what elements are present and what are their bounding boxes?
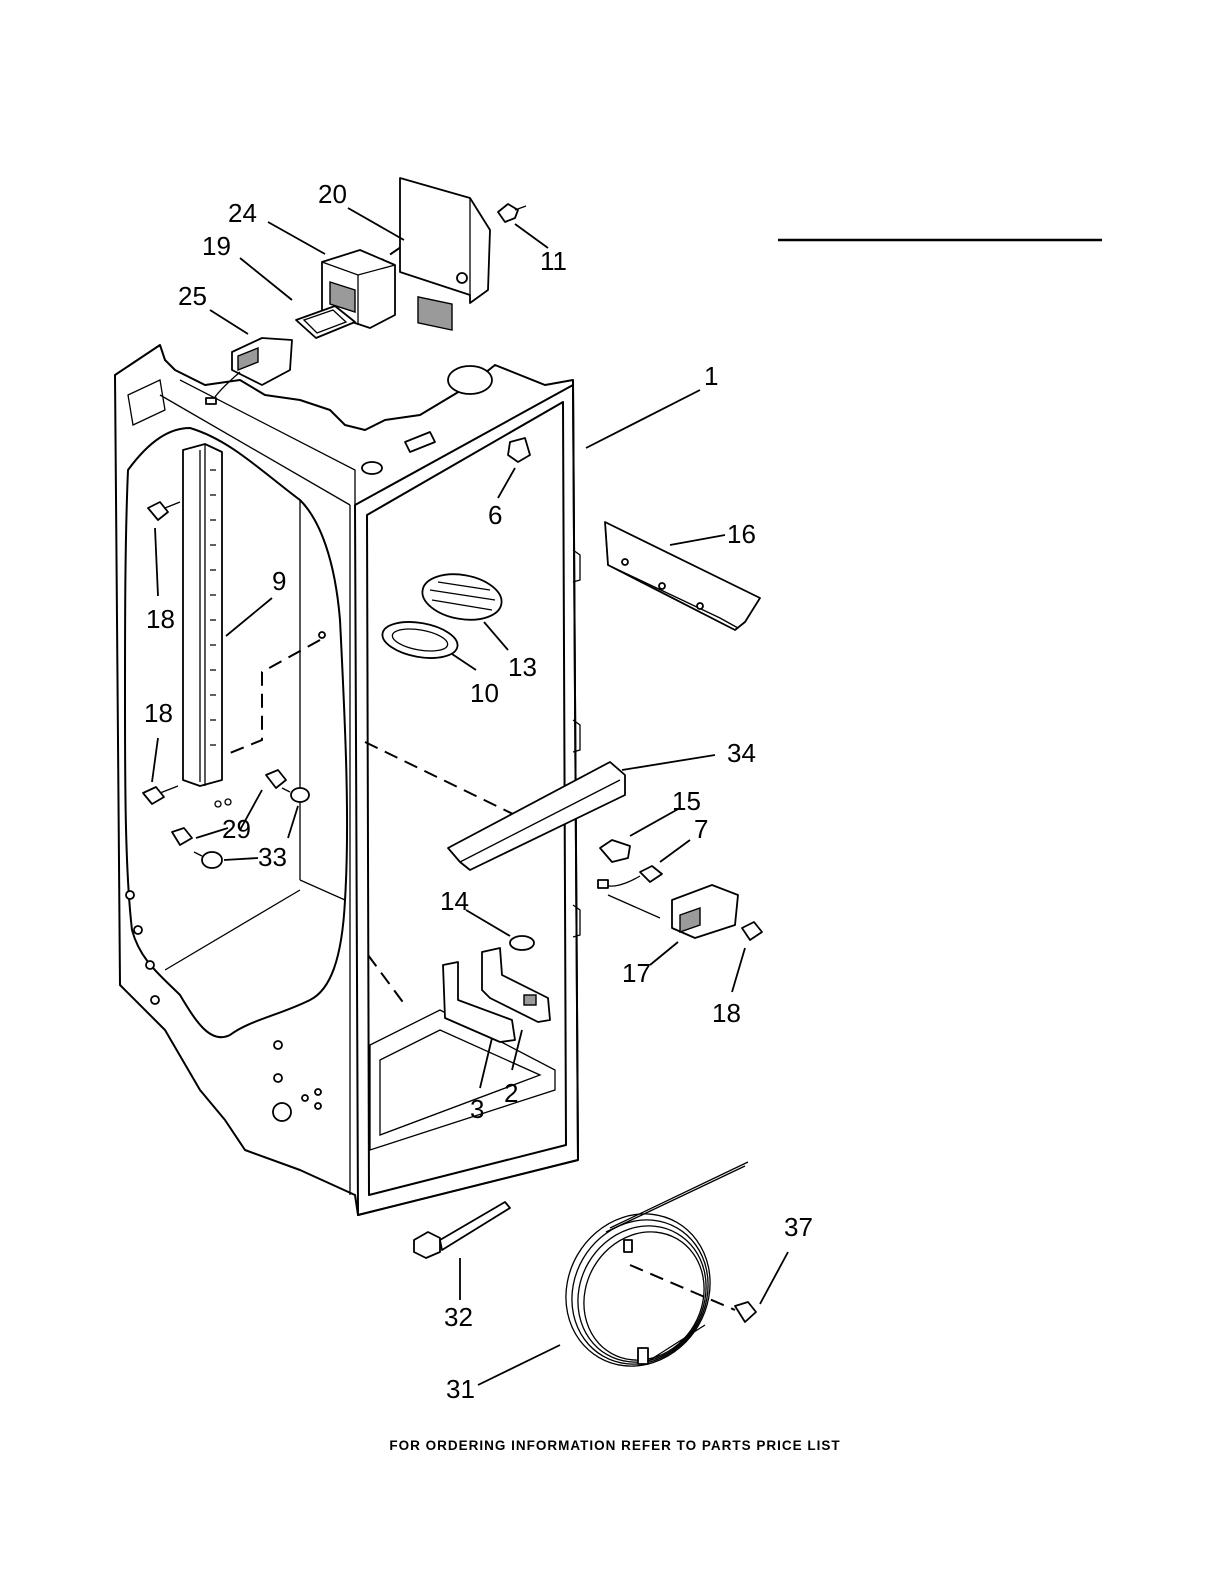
callout-16: 16 (727, 519, 756, 549)
screw-18-upper (148, 502, 168, 520)
module-part (206, 338, 292, 404)
assembly-line-37 (630, 1265, 735, 1310)
callout-7: 7 (694, 814, 708, 844)
clip-6 (508, 438, 530, 462)
assembly-line-9 (225, 640, 320, 755)
callout-3: 3 (470, 1094, 484, 1124)
assembly-line-tray (368, 955, 405, 1005)
callout-37: 37 (784, 1212, 813, 1242)
cable-tie-32 (414, 1202, 510, 1258)
callout-1: 1 (704, 361, 718, 391)
callout-24: 24 (228, 198, 257, 228)
assembly-line-34 (365, 742, 515, 815)
screw-18-lower (143, 787, 164, 804)
callout-25: 25 (178, 281, 207, 311)
control-housing-part (400, 178, 490, 330)
screw-18-right (742, 922, 762, 940)
callout-6: 6 (488, 500, 502, 530)
callout-19: 19 (202, 231, 231, 261)
callout-18-right: 18 (712, 998, 741, 1028)
callout-18-middle: 18 (144, 698, 173, 728)
callout-14: 14 (440, 886, 469, 916)
screw-11 (498, 204, 526, 222)
callout-17: 17 (622, 958, 651, 988)
bracket-2 (482, 948, 550, 1022)
callout-10: 10 (470, 678, 499, 708)
callout-2: 2 (504, 1078, 518, 1108)
callout-18-upper: 18 (146, 604, 175, 634)
callout-11: 11 (540, 246, 567, 276)
callout-31: 31 (446, 1374, 475, 1404)
callout-33: 33 (258, 842, 287, 872)
ordering-information-footer: FOR ORDERING INFORMATION REFER TO PARTS … (389, 1438, 840, 1453)
harness-7 (598, 866, 662, 888)
grommet-14 (510, 936, 534, 950)
callout-13: 13 (508, 652, 537, 682)
callout-9: 9 (272, 566, 286, 596)
crossbar-part (448, 762, 625, 870)
vertical-rail-part (183, 444, 222, 786)
vent-part (419, 568, 505, 625)
callout-15: 15 (672, 786, 701, 816)
callout-20: 20 (318, 179, 347, 209)
callout-32: 32 (444, 1302, 473, 1332)
light-housing-17 (608, 885, 738, 938)
cover-part (380, 617, 461, 664)
water-tube-coil-31 (538, 1162, 748, 1393)
callout-34: 34 (727, 738, 756, 768)
screw-37 (735, 1302, 756, 1322)
callout-29: 29 (222, 814, 251, 844)
bracket-15 (600, 840, 630, 862)
